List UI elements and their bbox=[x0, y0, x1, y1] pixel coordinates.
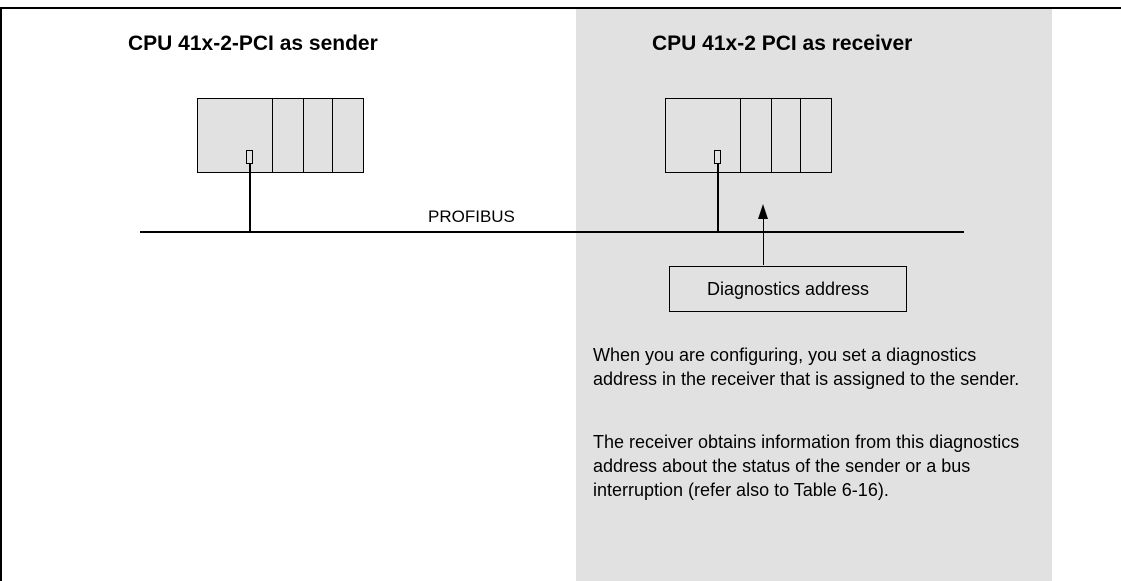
receiver-module-4 bbox=[800, 98, 832, 173]
description-paragraph-2: The receiver obtains information from th… bbox=[593, 432, 1020, 500]
receiver-heading: CPU 41x-2 PCI as receiver bbox=[652, 32, 913, 55]
diagnostics-address-box: Diagnostics address bbox=[669, 266, 907, 312]
receiver-interface-port bbox=[714, 150, 721, 164]
sender-module-3 bbox=[303, 98, 333, 173]
sender-module-2 bbox=[272, 98, 304, 173]
description-paragraph-1: When you are configuring, you set a diag… bbox=[593, 345, 1020, 389]
sender-heading: CPU 41x-2-PCI as sender bbox=[128, 32, 378, 55]
receiver-module-2 bbox=[740, 98, 772, 173]
sender-cpu-module bbox=[197, 98, 273, 173]
frame-left-border bbox=[0, 7, 2, 581]
receiver-cpu-module bbox=[665, 98, 741, 173]
receiver-module-3 bbox=[771, 98, 801, 173]
sender-module-4 bbox=[332, 98, 364, 173]
profibus-line bbox=[140, 231, 964, 233]
arrow-up-icon bbox=[758, 204, 768, 219]
arrow-shaft bbox=[763, 219, 764, 265]
profibus-label: PROFIBUS bbox=[428, 207, 515, 226]
sender-interface-port bbox=[246, 150, 253, 164]
receiver-drop-line bbox=[717, 164, 719, 232]
diagnostics-address-label: Diagnostics address bbox=[706, 278, 870, 299]
sender-drop-line bbox=[249, 164, 251, 232]
frame-top-border bbox=[0, 7, 1121, 9]
